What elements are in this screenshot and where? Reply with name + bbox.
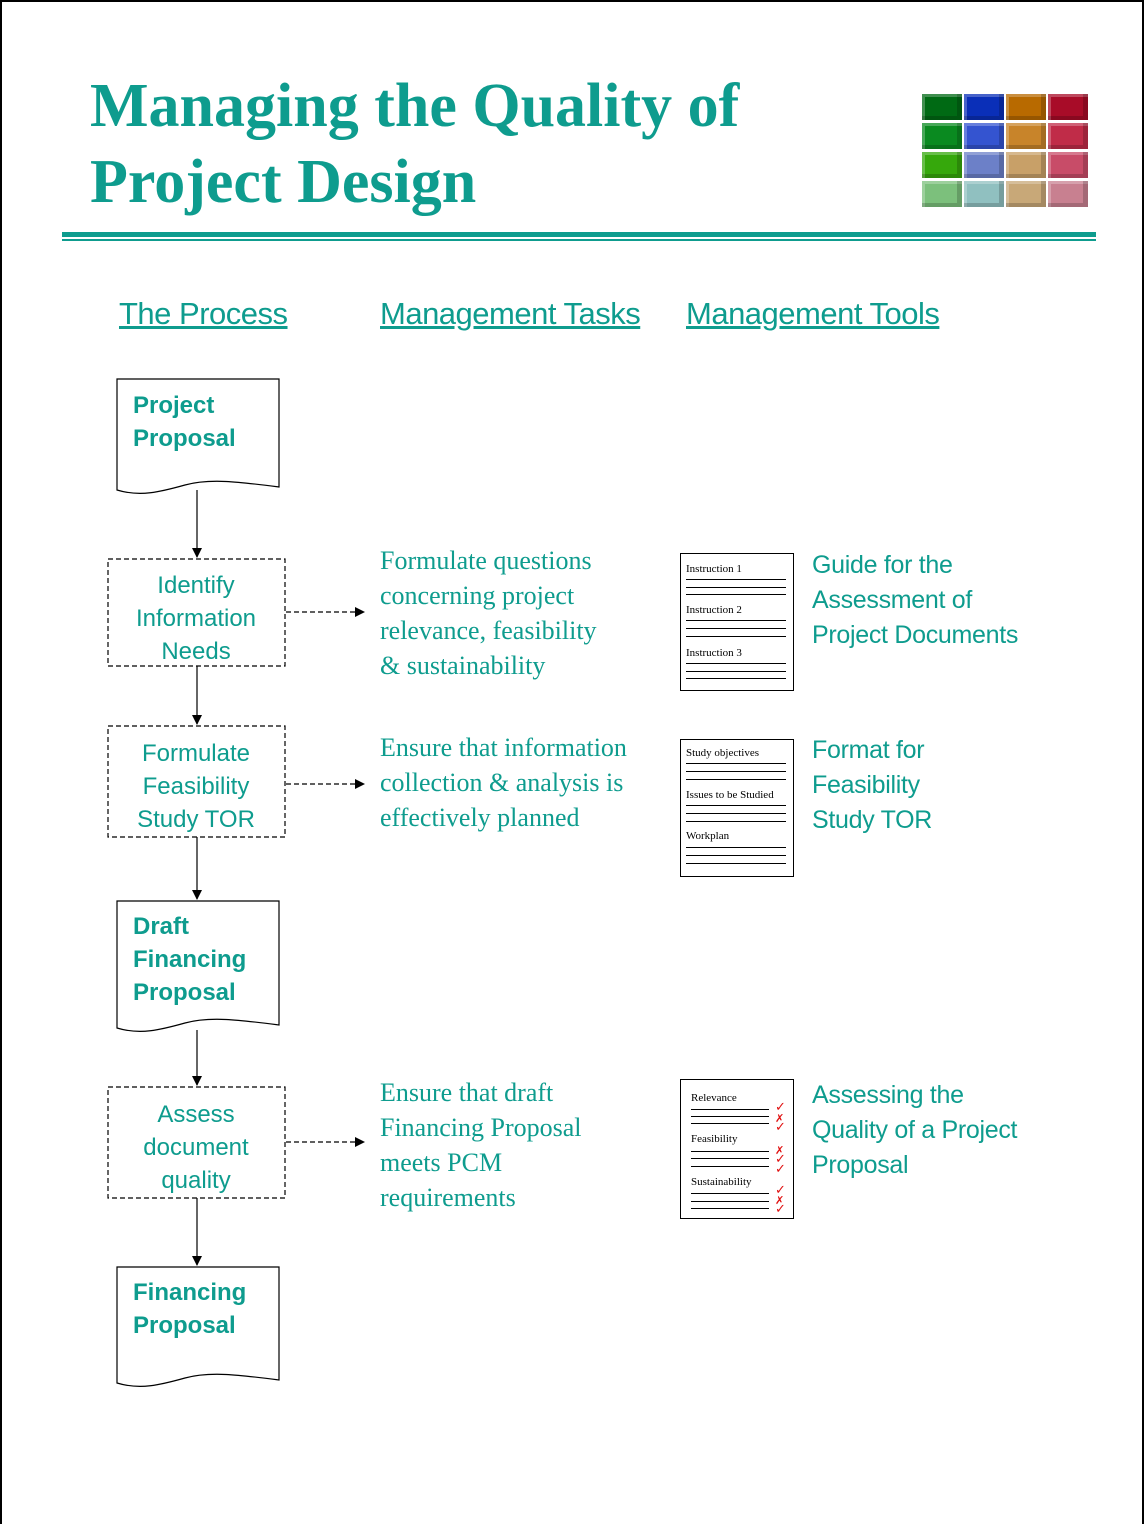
column-heading-tools: Management Tools — [686, 296, 940, 331]
column-heading-tasks: Management Tasks — [380, 296, 641, 331]
logo-block — [964, 123, 1004, 149]
step-label-formulate: Formulate Feasibility Study TOR — [137, 740, 255, 833]
logo-block — [922, 181, 962, 207]
doc-label-project-proposal: Project Proposal — [133, 392, 236, 452]
doc-shape-financing-proposal — [116, 1266, 280, 1387]
task-assess: Ensure that draft Financing Proposal mee… — [380, 1078, 582, 1212]
tool-assessing: Assessing the Quality of a Project Propo… — [812, 1081, 1018, 1179]
logo-block — [922, 152, 962, 178]
logo-block — [922, 94, 962, 120]
check-icon: ✓ — [775, 1120, 786, 1135]
logo-block — [922, 123, 962, 149]
doc-label-draft-financing-proposal: Draft Financing Proposal — [133, 913, 247, 1006]
step-box-identify — [107, 558, 286, 667]
logo-block — [1006, 152, 1046, 178]
title-rule-thin — [62, 239, 1096, 241]
check-icon: ✓ — [775, 1202, 786, 1217]
tool-guide: Guide for the Assessment of Project Docu… — [812, 551, 1019, 649]
doc-shape-project-proposal — [116, 378, 280, 494]
logo-block — [1006, 181, 1046, 207]
doc-label-financing-proposal: Financing Proposal — [133, 1279, 247, 1339]
logo-blocks — [922, 94, 1090, 212]
logo-block — [1048, 152, 1088, 178]
cross-icon: ✗ — [775, 1144, 785, 1157]
logo-block — [964, 181, 1004, 207]
column-heading-process: The Process — [119, 296, 288, 331]
doc-shape-draft-financing-proposal — [116, 900, 280, 1032]
thumbnail-format-document: Study objectives Issues to be Studied Wo… — [680, 739, 794, 877]
title-line-1: Managing the Quality of — [90, 72, 740, 140]
logo-block — [1006, 123, 1046, 149]
task-formulate: Ensure that information collection & ana… — [380, 733, 627, 832]
title-rule-thick — [62, 232, 1096, 237]
logo-block — [1048, 123, 1088, 149]
task-identify: Formulate questions concerning project r… — [380, 546, 597, 680]
check-icon: ✓ — [775, 1183, 786, 1198]
cross-icon: ✗ — [775, 1194, 785, 1207]
check-icon: ✓ — [775, 1162, 786, 1177]
step-box-formulate — [107, 725, 286, 838]
step-label-assess: Assess document quality — [143, 1101, 249, 1194]
logo-block — [964, 94, 1004, 120]
logo-block — [1006, 94, 1046, 120]
cross-icon: ✗ — [775, 1112, 785, 1125]
step-label-identify: Identify Information Needs — [135, 572, 257, 665]
check-icon: ✓ — [775, 1100, 786, 1115]
logo-block — [964, 152, 1004, 178]
title-line-2: Project Design — [90, 148, 477, 216]
tool-format: Format for Feasibility Study TOR — [812, 736, 933, 834]
thumbnail-guide-document: Instruction 1 Instruction 2 Instruction … — [680, 553, 794, 691]
step-box-assess — [107, 1086, 286, 1199]
check-icon: ✓ — [775, 1152, 786, 1167]
thumbnail-checklist-document: Relevance ✓ ✗ ✓ Feasibility ✗ ✓ ✓ Sustai… — [680, 1079, 794, 1219]
logo-block — [1048, 94, 1088, 120]
logo-block — [1048, 181, 1088, 207]
page-title: Managing the Quality of Project Design — [90, 68, 739, 220]
